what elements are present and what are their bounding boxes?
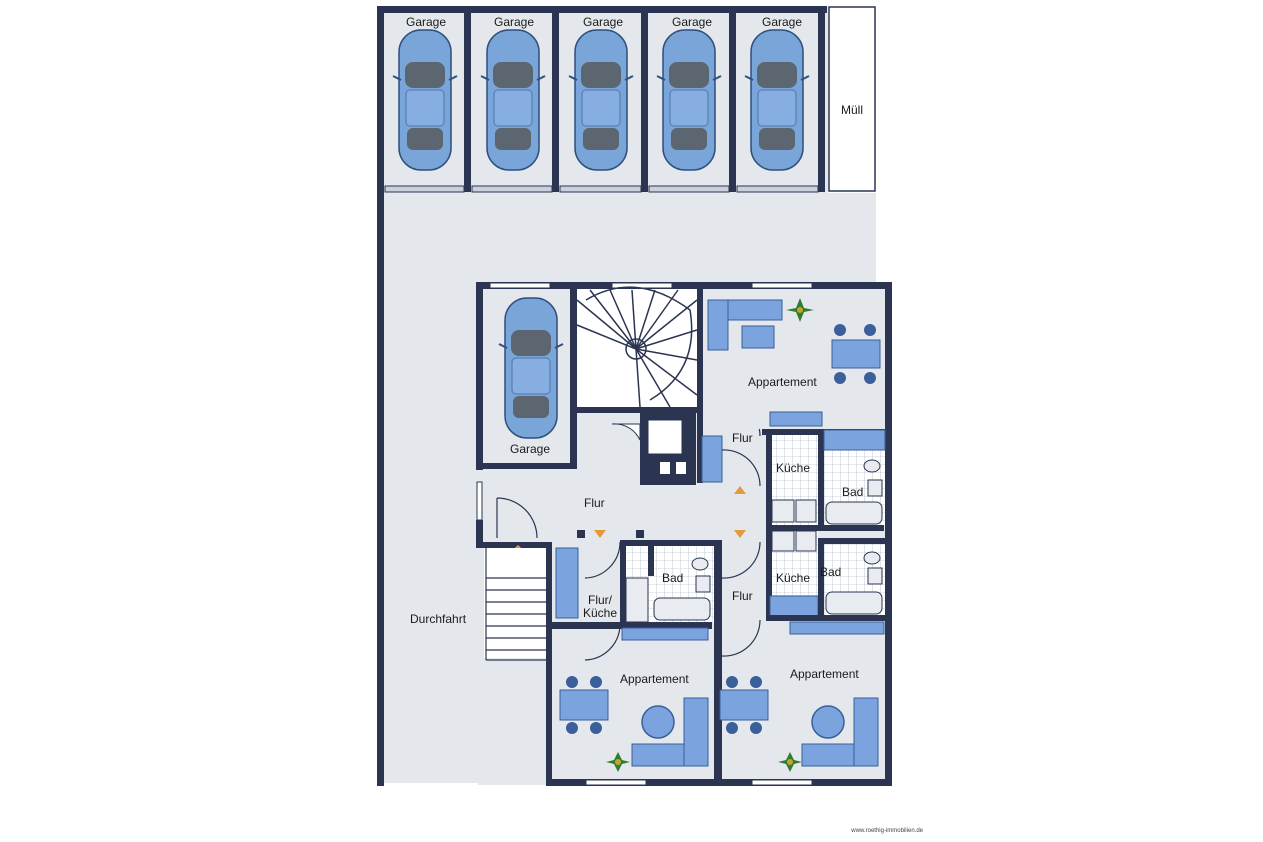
appartement-bottom-right-label: Appartement: [790, 667, 859, 681]
bad-center-label: Bad: [662, 571, 683, 585]
car-icon: [656, 29, 722, 171]
plant-icon: [786, 298, 814, 322]
garage-label: Garage: [494, 15, 534, 29]
flur-main-label: Flur: [584, 496, 605, 510]
muell-area: Müll: [828, 6, 876, 192]
car-icon: [392, 29, 458, 171]
appartement-bottom-left-label: Appartement: [620, 672, 689, 686]
garage-label: Garage: [672, 15, 712, 29]
entrance-stairs: [484, 548, 546, 661]
durchfahrt-label: Durchfahrt: [410, 612, 467, 626]
kueche-top-label: Küche: [776, 461, 810, 475]
kueche-mid-label: Küche: [776, 571, 810, 585]
plant-icon: [778, 752, 802, 772]
muell-label: Müll: [841, 103, 863, 117]
appartement-top-label: Appartement: [748, 375, 817, 389]
garage-label: Garage: [762, 15, 802, 29]
flur-lower-right-label: Flur: [732, 589, 753, 603]
plant-icon: [606, 752, 630, 772]
flur-kueche-label-line2: Küche: [583, 606, 617, 620]
garage-label: Garage: [406, 15, 446, 29]
bad-mid-label: Bad: [820, 565, 841, 579]
garage-label: Garage: [583, 15, 623, 29]
car-icon: [480, 29, 546, 171]
flur-upper-right-label: Flur: [732, 431, 753, 445]
garage-inner-label: Garage: [510, 442, 550, 456]
bad-top-label: Bad: [842, 485, 863, 499]
spiral-stair: [576, 286, 703, 485]
car-icon: [568, 29, 634, 171]
flur-kueche-label-line1: Flur/: [588, 593, 613, 607]
building: Garage: [476, 282, 892, 786]
car-icon: [744, 29, 810, 171]
garage-row: Garage Garage Garage Garage Garage: [377, 6, 828, 193]
car-icon: [498, 297, 564, 439]
footer-url: www.roethig-immobilien.de: [851, 828, 923, 834]
